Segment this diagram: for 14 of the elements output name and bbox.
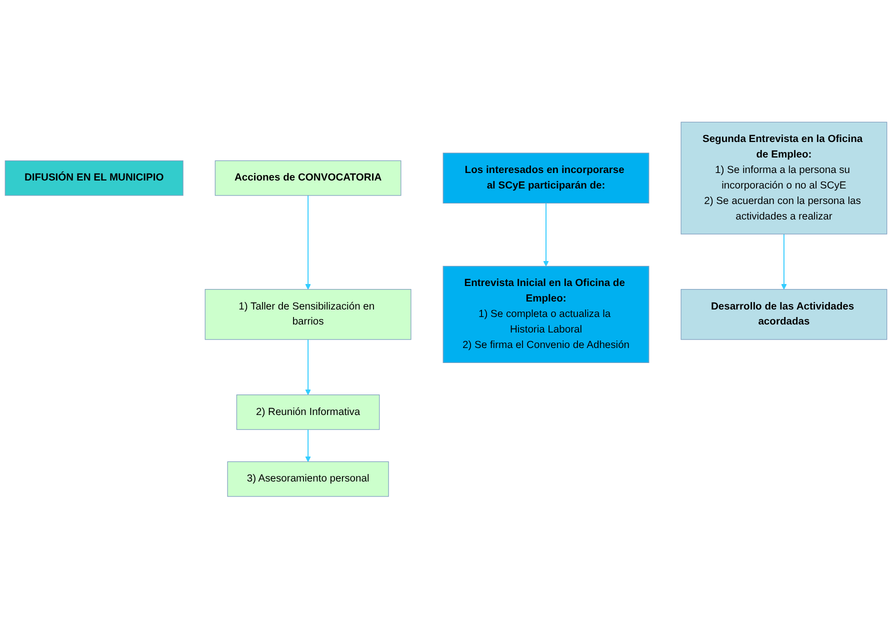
node-box: 2) Reunión Informativa bbox=[236, 394, 380, 430]
arrow bbox=[781, 234, 787, 290]
arrow bbox=[543, 202, 549, 267]
node-box: Acciones de CONVOCATORIA bbox=[214, 160, 402, 196]
node-box: 1) Taller de Sensibilización en barrios bbox=[204, 289, 412, 340]
node-box: DIFUSIÓN EN EL MUNICIPIO bbox=[4, 160, 184, 196]
node-box: Desarrollo de las Actividades acordadas bbox=[680, 289, 888, 340]
arrow bbox=[305, 195, 311, 290]
node-box: Los interesados en incorporarse al SCyE participarán de: bbox=[442, 152, 650, 204]
node-box: Entrevista Inicial en la Oficina de Empleo: 1) Se completa o actualiza la Historia Laboral 2) Se firma el Convenio de Adhesión bbox=[442, 266, 650, 364]
node-box: 3) Asesoramiento personal bbox=[227, 462, 389, 497]
arrow bbox=[305, 429, 311, 462]
node-box: Segunda Entrevista en la Oficina de Empleo: 1) Se informa a la persona su incorporación o no al SCyE 2) Se acuerdan con la persona las actividades a realizar bbox=[680, 122, 888, 235]
arrow bbox=[305, 339, 311, 396]
